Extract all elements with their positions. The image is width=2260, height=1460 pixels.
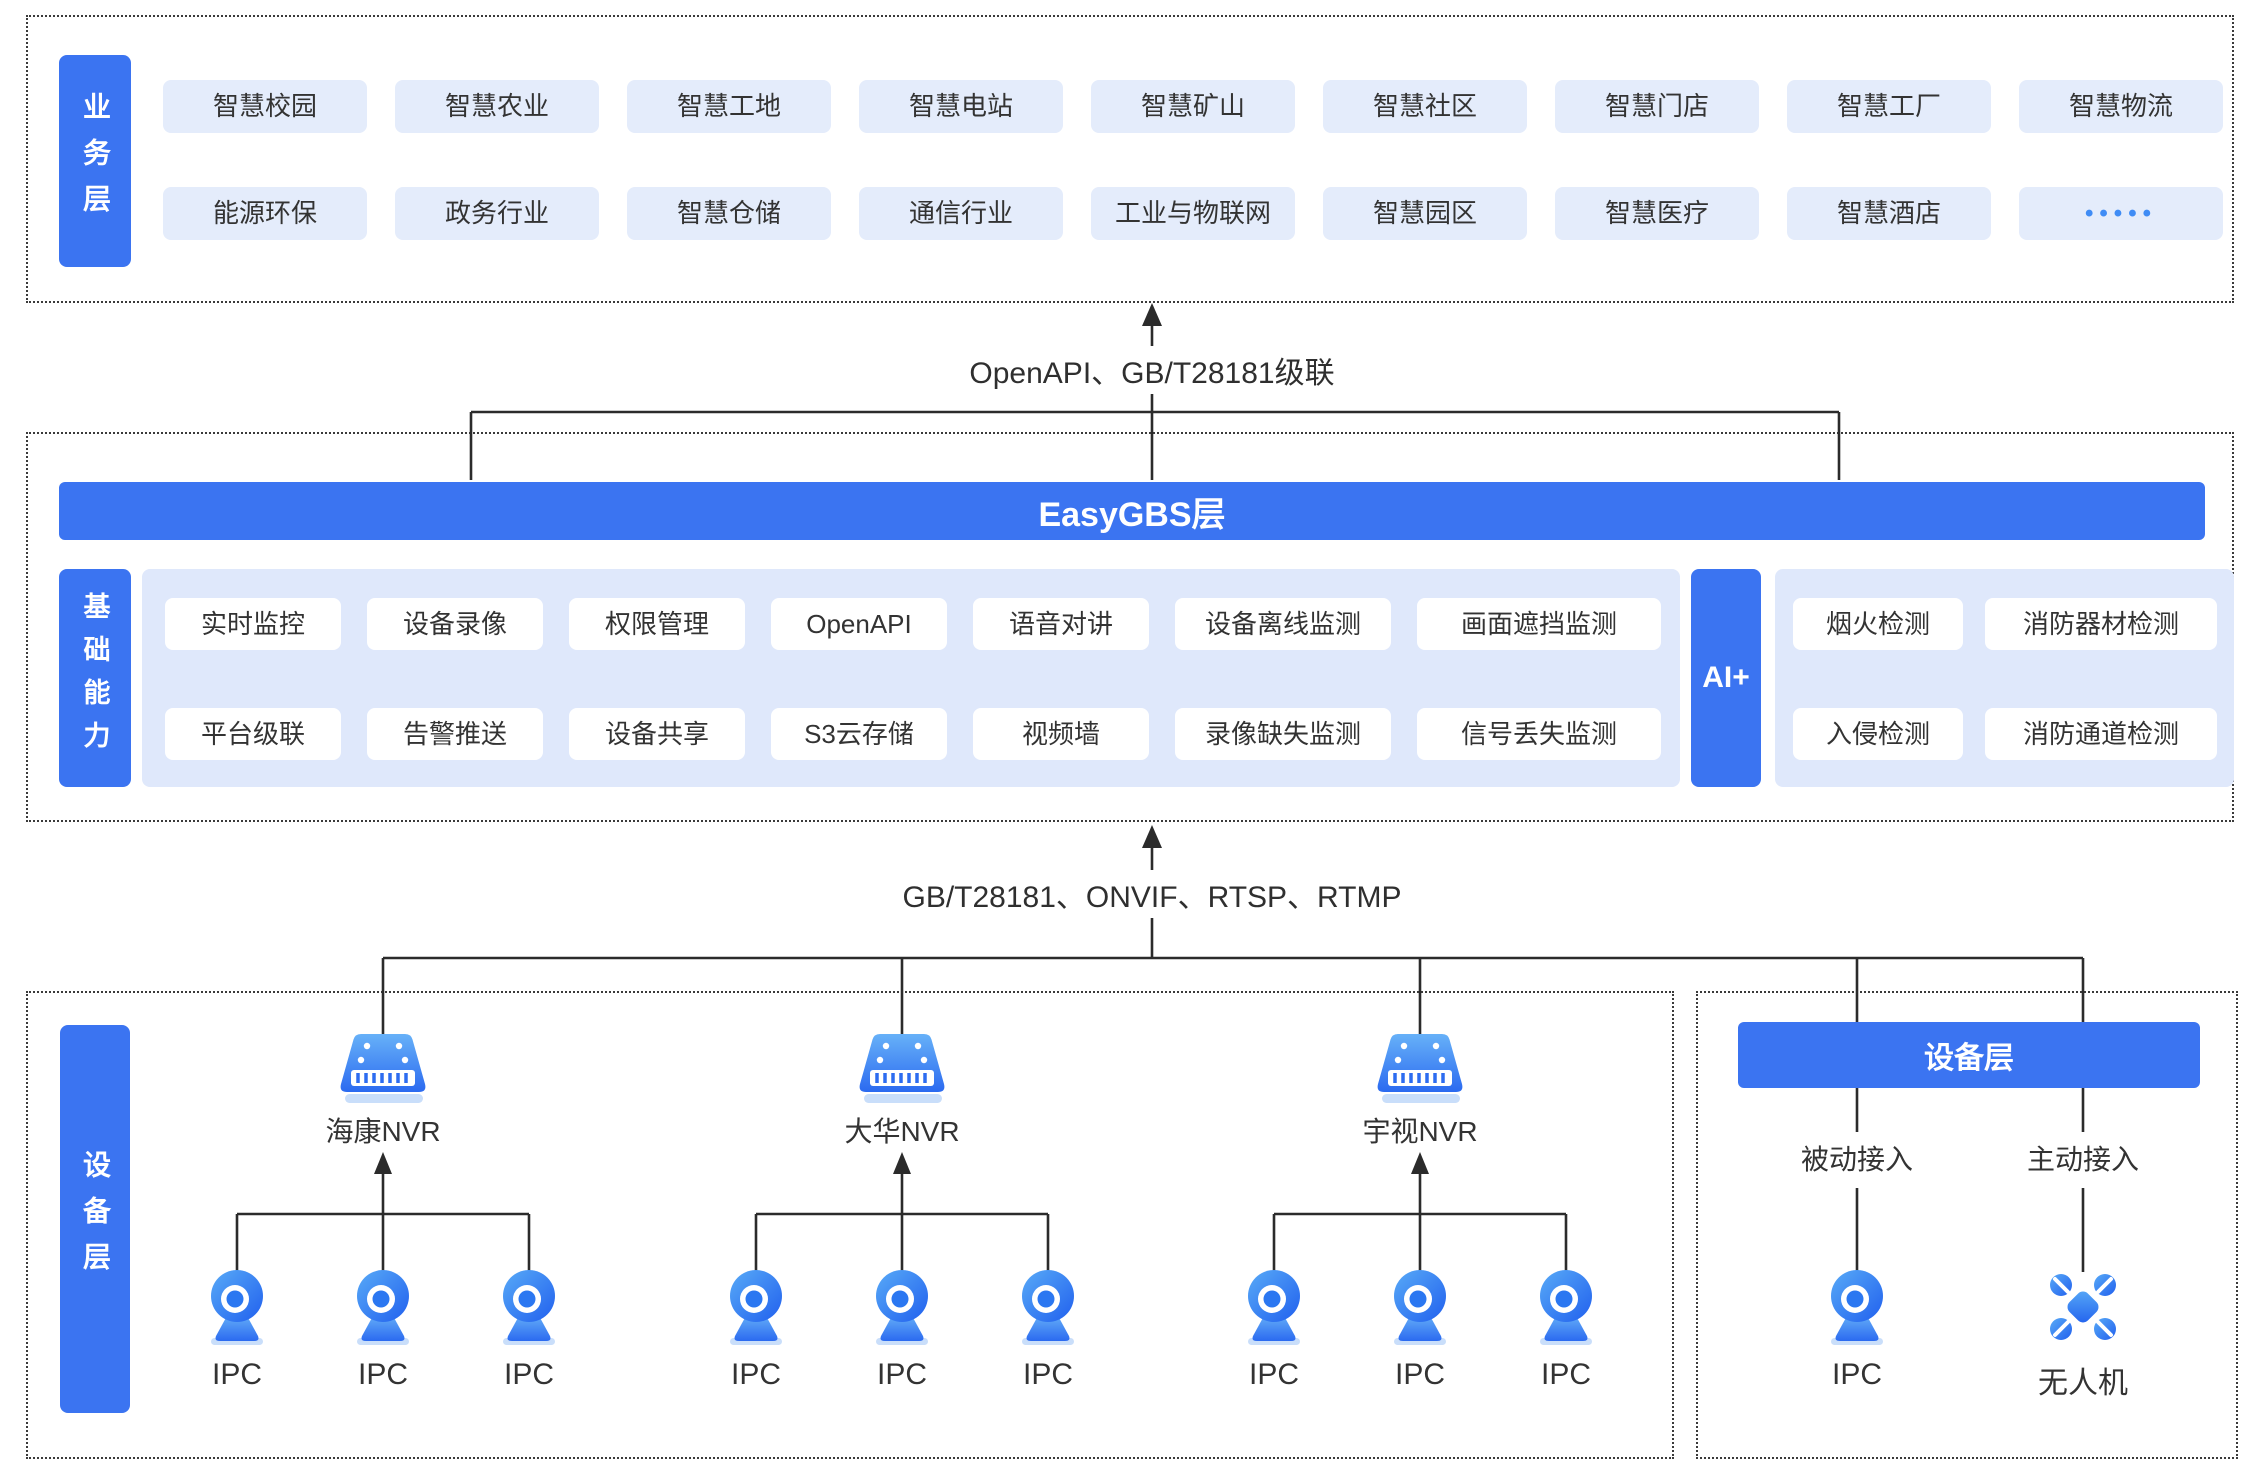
ipc-label: IPC (1394, 1358, 1445, 1391)
camera-icon (1822, 1268, 1892, 1351)
ipc-label: IPC (730, 1358, 781, 1391)
capability-chip: 平台级联 (165, 708, 341, 760)
business-chip: 智慧农业 (395, 80, 599, 133)
nvr-name: 宇视NVR (1362, 1116, 1478, 1147)
camera-icon (1385, 1268, 1455, 1351)
capability-chip: S3云存储 (771, 708, 947, 760)
ipc-label: IPC (1831, 1358, 1882, 1391)
business-chip: 智慧物流 (2019, 80, 2223, 133)
business-chip-row-1: 智慧校园 智慧农业 智慧工地 智慧电站 智慧矿山 智慧社区 智慧门店 智慧工厂 … (163, 80, 2223, 133)
device-layer-left-title: 设备层 (60, 1025, 130, 1413)
link-label-bottom: GB/T28181、ONVIF、RTSP、RTMP (852, 870, 1452, 918)
nvr-name: 海康NVR (325, 1116, 441, 1147)
ai-row-2: 入侵检测 消防通道检测 (1775, 708, 2234, 760)
capability-chip: 权限管理 (569, 598, 745, 650)
ai-chip: 消防器材检测 (1985, 598, 2217, 650)
capability-chip: OpenAPI (771, 598, 947, 650)
ipc-label: IPC (357, 1358, 408, 1391)
capability-title-text: 基础能力 (79, 592, 110, 764)
device-layer-right-banner-text: 设备层 (1924, 1042, 2014, 1075)
ai-row-1: 烟火检测 消防器材检测 (1775, 569, 2234, 650)
camera-icon (494, 1268, 564, 1351)
camera-icon (1239, 1268, 1309, 1351)
business-chip: 智慧门店 (1555, 80, 1759, 133)
business-chip: 智慧园区 (1323, 187, 1527, 240)
easygbs-banner: EasyGBS层 (59, 482, 2205, 540)
business-layer-title: 业务层 (59, 55, 131, 267)
ipc-label: IPC (503, 1358, 554, 1391)
capability-chip: 设备共享 (569, 708, 745, 760)
ipc-label: IPC (1022, 1358, 1073, 1391)
camera-icon (202, 1268, 272, 1351)
ai-plus-title-text: AI+ (1702, 661, 1750, 694)
capability-chip: 设备离线监测 (1175, 598, 1391, 650)
device-layer-left-title-text: 设备层 (80, 1150, 111, 1288)
capability-row-2: 平台级联 告警推送 设备共享 S3云存储 视频墙 录像缺失监测 信号丢失监测 (142, 708, 1680, 760)
capability-panel: 实时监控 设备录像 权限管理 OpenAPI 语音对讲 设备离线监测 画面遮挡监… (142, 569, 1680, 787)
capability-chip: 信号丢失监测 (1417, 708, 1661, 760)
capability-chip: 录像缺失监测 (1175, 708, 1391, 760)
ipc-label: IPC (876, 1358, 927, 1391)
business-chip: 工业与物联网 (1091, 187, 1295, 240)
business-chip: 智慧工地 (627, 80, 831, 133)
business-layer-box: 业务层 智慧校园 智慧农业 智慧工地 智慧电站 智慧矿山 智慧社区 智慧门店 智… (26, 15, 2234, 303)
ipc-label: IPC (1540, 1358, 1591, 1391)
capability-title: 基础能力 (59, 569, 131, 787)
link-label-top: OpenAPI、GB/T28181级联 (852, 346, 1452, 394)
camera-icon (721, 1268, 791, 1351)
camera-icon (867, 1268, 937, 1351)
device-layer-right-box: 设备层 (1696, 991, 2238, 1459)
capability-chip: 告警推送 (367, 708, 543, 760)
nvr-recorder-icon (331, 1030, 435, 1111)
capability-chip: 设备录像 (367, 598, 543, 650)
ai-chip: 烟火检测 (1793, 598, 1963, 650)
drone-icon (2046, 1270, 2120, 1349)
nvr-recorder-icon (1368, 1030, 1472, 1111)
business-chip: 通信行业 (859, 187, 1063, 240)
business-chip: 智慧工厂 (1787, 80, 1991, 133)
business-chip: 智慧仓储 (627, 187, 831, 240)
active-access-label: 主动接入 (2026, 1144, 2139, 1175)
device-layer-right-banner: 设备层 (1738, 1022, 2200, 1088)
nvr-recorder-icon (850, 1030, 954, 1111)
camera-icon (1013, 1268, 1083, 1351)
business-chip: 政务行业 (395, 187, 599, 240)
ipc-label: IPC (211, 1358, 262, 1391)
business-chip-more-dots: ••••• (2019, 187, 2223, 240)
business-chip: 智慧酒店 (1787, 187, 1991, 240)
capability-chip: 画面遮挡监测 (1417, 598, 1661, 650)
capability-chip: 视频墙 (973, 708, 1149, 760)
ai-chip: 入侵检测 (1793, 708, 1963, 760)
business-chip: 智慧校园 (163, 80, 367, 133)
drone-label: 无人机 (2038, 1367, 2128, 1400)
business-chip: 能源环保 (163, 187, 367, 240)
ai-panel: 烟火检测 消防器材检测 入侵检测 消防通道检测 (1775, 569, 2234, 787)
capability-row-1: 实时监控 设备录像 权限管理 OpenAPI 语音对讲 设备离线监测 画面遮挡监… (142, 569, 1680, 650)
business-chip: 智慧医疗 (1555, 187, 1759, 240)
nvr-name: 大华NVR (844, 1116, 960, 1147)
camera-icon (348, 1268, 418, 1351)
easygbs-layer-box: EasyGBS层 基础能力 实时监控 设备录像 权限管理 OpenAPI 语音对… (26, 432, 2234, 822)
passive-access-label: 被动接入 (1800, 1144, 1913, 1175)
capability-chip: 语音对讲 (973, 598, 1149, 650)
business-layer-title-text: 业务层 (80, 92, 111, 230)
ai-chip: 消防通道检测 (1985, 708, 2217, 760)
ipc-label: IPC (1248, 1358, 1299, 1391)
business-chip: 智慧矿山 (1091, 80, 1295, 133)
capability-chip: 实时监控 (165, 598, 341, 650)
business-chip: 智慧电站 (859, 80, 1063, 133)
camera-icon (1531, 1268, 1601, 1351)
ai-plus-title: AI+ (1691, 569, 1761, 787)
business-chip: 智慧社区 (1323, 80, 1527, 133)
easygbs-banner-text: EasyGBS层 (1038, 495, 1226, 534)
business-chip-row-2: 能源环保 政务行业 智慧仓储 通信行业 工业与物联网 智慧园区 智慧医疗 智慧酒… (163, 187, 2223, 240)
